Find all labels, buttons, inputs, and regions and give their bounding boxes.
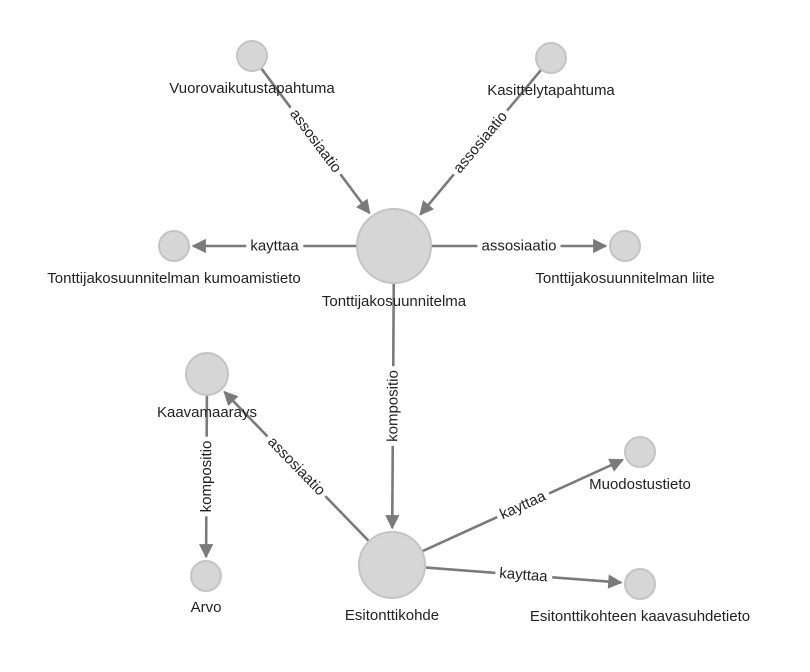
edge-label-tj-esi: kompositio bbox=[384, 370, 401, 442]
node-esitonttikohde[interactable] bbox=[358, 531, 426, 599]
edge-label-background bbox=[196, 436, 217, 517]
node-kaavasuhdetieto[interactable] bbox=[624, 568, 656, 600]
edge-label-background bbox=[260, 429, 333, 503]
edge-label-kaava-arvo: kompositio bbox=[198, 441, 215, 513]
node-kaavamaarays[interactable] bbox=[185, 352, 229, 396]
edge-label-tj-kumo: kayttaa bbox=[250, 238, 299, 255]
edge-label-group-kasit-tj: assosiaatio bbox=[446, 104, 515, 181]
node-kumoamistieto[interactable] bbox=[158, 230, 190, 262]
edge-label-esi-kaava: assosiaatio bbox=[264, 433, 328, 499]
edge-label-group-vuoro-tj: assosiaatio bbox=[283, 102, 348, 180]
edge-label-esi-kaavasuhde: kayttaa bbox=[499, 565, 549, 586]
edge-label-tj-liite: assosiaatio bbox=[481, 238, 556, 255]
edge-label-group-esi-kaava: assosiaatio bbox=[260, 429, 333, 503]
node-tonttijakosuunnitelma[interactable] bbox=[356, 208, 432, 284]
edge-label-background bbox=[477, 236, 561, 256]
node-label-vuorovaikutustapahtuma: Vuorovaikutustapahtuma bbox=[169, 80, 335, 97]
edge-label-kasit-tj: assosiaatio bbox=[450, 108, 511, 176]
node-kasittelytapahtuma[interactable] bbox=[535, 42, 567, 74]
edge-label-esi-muodo: kayttaa bbox=[497, 487, 549, 523]
edge-label-background bbox=[283, 102, 348, 180]
node-arvo[interactable] bbox=[190, 560, 222, 592]
node-label-arvo: Arvo bbox=[191, 599, 222, 616]
edge-label-background bbox=[383, 366, 403, 446]
nodes-layer bbox=[158, 40, 656, 600]
node-label-kaavasuhdetieto: Esitonttikohteen kaavasuhdetieto bbox=[530, 608, 750, 625]
node-vuorovaikutustapahtuma[interactable] bbox=[236, 40, 268, 72]
edge-label-background bbox=[446, 104, 515, 181]
edge-label-group-tj-liite: assosiaatio bbox=[477, 236, 561, 256]
edge-label-group-tj-kumo: kayttaa bbox=[246, 236, 304, 256]
node-label-muodostustieto: Muodostustieto bbox=[589, 476, 691, 493]
node-label-kasittelytapahtuma: Kasittelytapahtuma bbox=[487, 82, 615, 99]
node-label-kumoamistieto: Tonttijakosuunnitelman kumoamistieto bbox=[47, 270, 300, 287]
node-label-liite: Tonttijakosuunnitelman liite bbox=[535, 270, 714, 287]
edge-label-vuoro-tj: assosiaatio bbox=[286, 106, 345, 176]
node-label-kaavamaarays: Kaavamaarays bbox=[157, 404, 257, 421]
edges-layer bbox=[191, 68, 625, 589]
node-liite[interactable] bbox=[609, 230, 641, 262]
edge-label-group-kaava-arvo: kompositio bbox=[196, 436, 217, 517]
node-label-esitonttikohde: Esitonttikohde bbox=[345, 607, 439, 624]
edge-label-background bbox=[494, 563, 553, 587]
edge-label-group-esi-muodo: kayttaa bbox=[493, 484, 554, 526]
edge-label-group-tj-esi: kompositio bbox=[383, 366, 403, 446]
node-label-tonttijakosuunnitelma: Tonttijakosuunnitelma bbox=[322, 293, 467, 310]
node-muodostustieto[interactable] bbox=[624, 436, 656, 468]
edge-label-background bbox=[493, 484, 554, 526]
edge-label-group-esi-kaavasuhde: kayttaa bbox=[494, 563, 553, 587]
edge-label-background bbox=[246, 236, 304, 256]
